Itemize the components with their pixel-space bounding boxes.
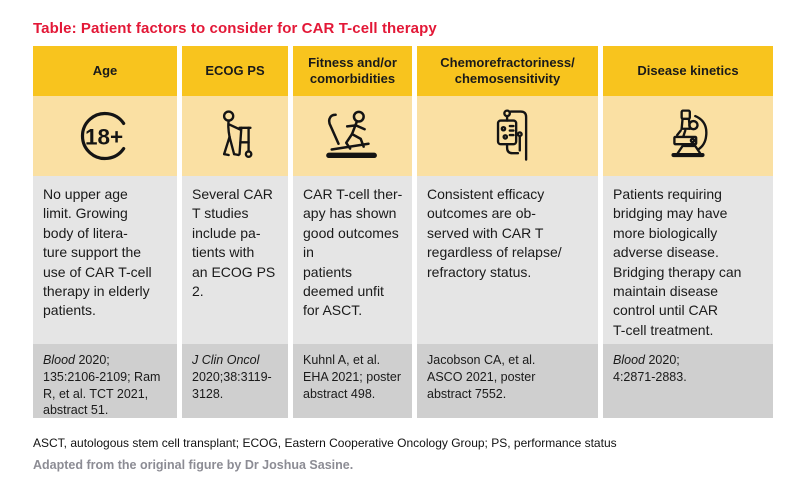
column-fitness: Fitness and/or comorbidities CAR T-cell … <box>293 46 412 418</box>
age-18plus-icon: 18+ <box>80 111 126 161</box>
iv-drip-icon <box>496 109 527 161</box>
column-reference-fitness: Kuhnl A, et al. EHA 2021; poster abstrac… <box>293 344 412 418</box>
column-header-ecog-ps: ECOG PS <box>182 46 288 96</box>
reference-text: 2020; 135:2106-2109; Ram R, et al. TCT 2… <box>43 353 161 418</box>
column-body-chemorefractoriness: Consistent efficacy outcomes are ob- ser… <box>417 176 598 344</box>
adaptation-credit: Adapted from the original figure by Dr J… <box>33 458 354 472</box>
column-header-chemorefractoriness: Chemorefractoriness/ chemosensitivity <box>417 46 598 96</box>
age-18plus-label: 18+ <box>85 124 123 149</box>
reference-journal: Blood <box>613 353 645 367</box>
abbreviations-footnote: ASCT, autologous stem cell transplant; E… <box>33 436 617 450</box>
column-reference-age: Blood 2020; 135:2106-2109; Ram R, et al.… <box>33 344 177 418</box>
icon-cell-ecog-ps <box>182 96 288 176</box>
treadmill-runner-icon <box>325 110 377 158</box>
column-body-fitness: CAR T-cell ther- apy has shown good outc… <box>293 176 412 344</box>
column-body-age: No upper age limit. Growing body of lite… <box>33 176 177 344</box>
microscope-icon <box>671 109 708 158</box>
reference-text: Jacobson CA, et al. ASCO 2021, poster ab… <box>427 353 536 401</box>
column-header-age: Age <box>33 46 177 96</box>
column-chemorefractoriness: Chemorefractoriness/ chemosensitivity <box>417 46 598 418</box>
reference-journal: J Clin Oncol <box>192 353 260 367</box>
icon-cell-fitness <box>293 96 412 176</box>
column-reference-ecog-ps: J Clin Oncol 2020;38:3119- 3128. <box>182 344 288 418</box>
column-body-ecog-ps: Several CAR T studies include pa- tients… <box>182 176 288 344</box>
column-disease-kinetics: Disease kinetics Patients requ <box>603 46 773 418</box>
column-ecog-ps: ECOG PS Several CAR T studies <box>182 46 288 418</box>
icon-cell-disease-kinetics <box>603 96 773 176</box>
table-title: Table: Patient factors to consider for C… <box>33 20 437 37</box>
reference-journal: Blood <box>43 353 75 367</box>
column-header-fitness: Fitness and/or comorbidities <box>293 46 412 96</box>
icon-cell-age: 18+ <box>33 96 177 176</box>
column-reference-disease-kinetics: Blood 2020; 4:2871-2883. <box>603 344 773 418</box>
icon-cell-chemorefractoriness <box>417 96 598 176</box>
reference-text: Kuhnl A, et al. EHA 2021; poster abstrac… <box>303 353 401 401</box>
column-age: Age 18+ No upper age limit. Growing body… <box>33 46 177 418</box>
reference-text: 2020;38:3119- 3128. <box>192 369 272 401</box>
reference-text: 2020; 4:2871-2883. <box>613 353 687 384</box>
patient-factors-table: Age 18+ No upper age limit. Growing body… <box>33 46 773 418</box>
column-header-disease-kinetics: Disease kinetics <box>603 46 773 96</box>
person-with-walker-icon <box>222 110 253 159</box>
column-reference-chemorefractoriness: Jacobson CA, et al. ASCO 2021, poster ab… <box>417 344 598 418</box>
column-body-disease-kinetics: Patients requiring bridging may have mor… <box>603 176 773 344</box>
